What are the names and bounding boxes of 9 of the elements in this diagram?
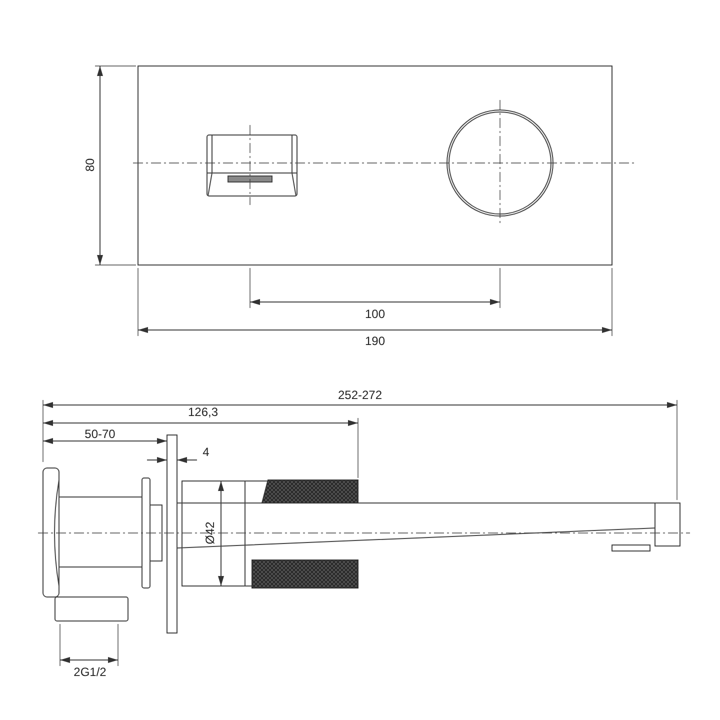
dimension-label: Ø42 — [204, 522, 216, 544]
dimension-label: 80 — [84, 158, 96, 172]
dimension-label: 100 — [364, 308, 386, 320]
dimension-label: 126,3 — [188, 406, 218, 418]
dimension-label: 252-272 — [338, 389, 382, 401]
dimension-label: 2G1/2 — [74, 666, 106, 678]
dimension-label: 4 — [202, 446, 210, 458]
dimension-label: 50-70 — [84, 428, 116, 440]
dimension-label: 190 — [364, 335, 386, 347]
